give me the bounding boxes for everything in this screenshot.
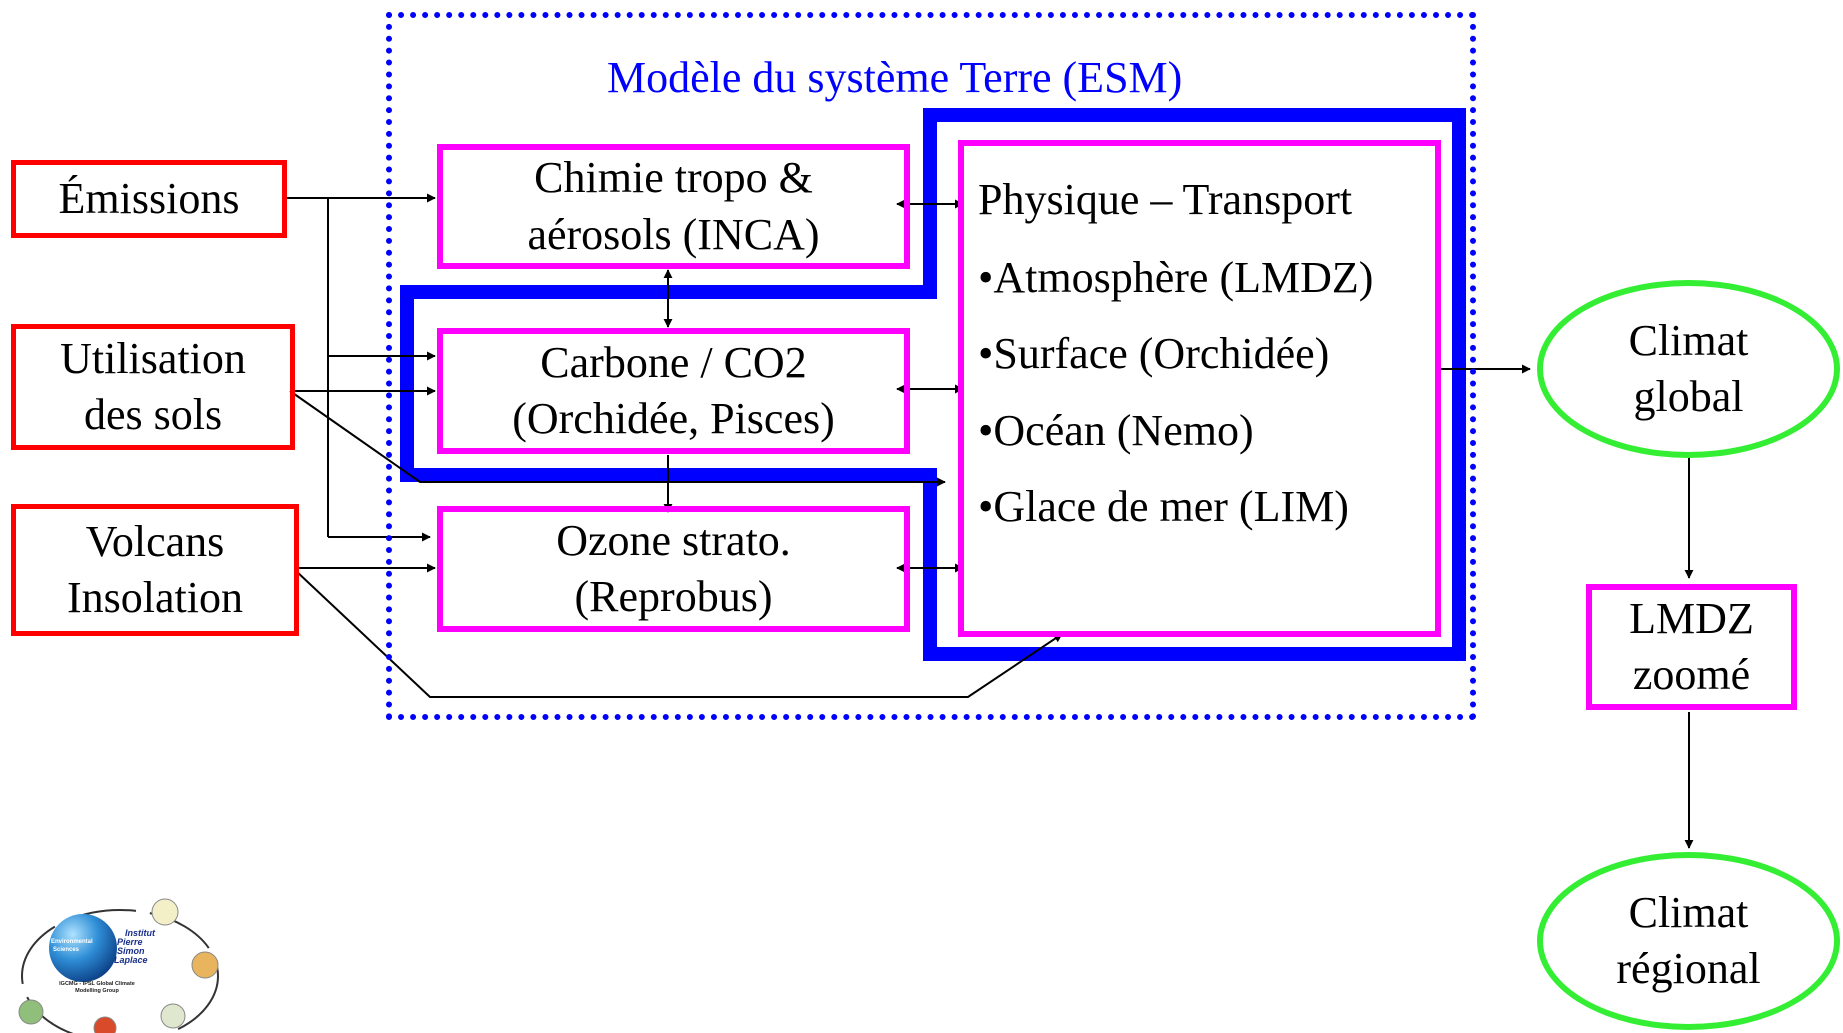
logo-name-4: Laplace (114, 955, 148, 965)
logo-name-1: Institut (125, 928, 156, 938)
logo-planet-top (151, 898, 179, 926)
logo-orbit (21, 909, 219, 1033)
logo-planet-left (18, 999, 44, 1025)
output-regional-climate: Climat régional (1537, 852, 1840, 1030)
logo-caption-2: Modelling Group (75, 988, 119, 994)
chemistry-label-2: aérosols (INCA) (527, 209, 820, 259)
physics-item-sea-ice: •Glace de mer (LIM) (978, 482, 1349, 531)
input-land-use: Utilisation des sols (11, 324, 295, 450)
regional-climate-label-1: Climat (1628, 887, 1749, 937)
global-climate-label-2: global (1633, 372, 1744, 421)
global-climate-label-1: Climat (1628, 315, 1749, 365)
logo-planet-bottom-right (160, 1003, 186, 1029)
physics-title: Physique – Transport (978, 175, 1353, 224)
logo-planet-bottom (93, 1016, 117, 1033)
output-global-climate: Climat global (1537, 280, 1840, 458)
physics-item-ocean: •Océan (Nemo) (978, 406, 1254, 455)
coupling-outline (400, 108, 1466, 661)
lmdz-zoom-label-1: LMDZ (1629, 593, 1754, 643)
output-lmdz-zoom: LMDZ zoomé (1586, 584, 1797, 710)
module-chemistry: Chimie tropo & aérosols (INCA) (437, 144, 910, 269)
arrow-landuse-physics (289, 390, 946, 487)
module-carbon: Carbone / CO2 (Orchidée, Pisces) (437, 328, 910, 454)
module-ozone: Ozone strato. (Reprobus) (437, 506, 910, 632)
ozone-label-2: (Reprobus) (574, 572, 773, 621)
carbon-label-2: (Orchidée, Pisces) (512, 394, 835, 443)
logo-planet-right (191, 951, 219, 979)
logo-name-2: Pierre (117, 937, 143, 947)
logo-globe-text-1: Environmental (51, 939, 93, 945)
regional-climate-label-2: régional (1616, 944, 1761, 993)
ozone-label-1: Ozone strato. (556, 515, 791, 565)
esm-frame (386, 12, 1476, 720)
emissions-label: Émissions (58, 173, 240, 223)
input-volcanoes-insolation: Volcans Insolation (11, 504, 299, 636)
ipsl-logo: Environmental Sciences Institut Pierre S… (18, 898, 219, 1033)
volcanoes-label-1: Volcans (85, 516, 225, 566)
arrow-volcanoes-physics (294, 569, 1063, 698)
land-use-label-2: des sols (83, 390, 223, 439)
volcanoes-label-2: Insolation (67, 573, 243, 622)
physics-transport-box (958, 140, 1441, 637)
logo-caption-1: IGCMG - IPSL Global Climate (59, 981, 135, 987)
esm-title: Modèle du système Terre (ESM) (607, 53, 1183, 102)
input-emissions: Émissions (11, 160, 287, 238)
logo-name-3: Simon (117, 946, 145, 956)
physics-item-surface: •Surface (Orchidée) (978, 329, 1330, 378)
logo-globe (49, 914, 117, 982)
logo-globe-text-2: Sciences (53, 947, 80, 953)
lmdz-zoom-label-2: zoomé (1632, 650, 1751, 699)
land-use-label-1: Utilisation (60, 333, 246, 383)
chemistry-label-1: Chimie tropo & (534, 153, 813, 203)
carbon-label-1: Carbone / CO2 (540, 337, 807, 387)
physics-item-atmosphere: •Atmosphère (LMDZ) (978, 253, 1374, 302)
